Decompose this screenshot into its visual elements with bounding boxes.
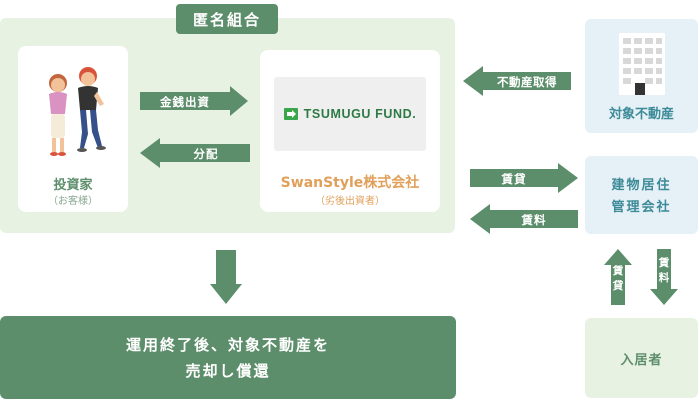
- building-icon: [619, 33, 665, 95]
- vertical-rent-label: 賃 料: [650, 256, 678, 286]
- result-line2: 売却し償還: [185, 361, 271, 380]
- swanstyle-label: SwanStyle株式会社: [280, 175, 420, 191]
- investor-card: 投資家 （お客様）: [18, 46, 128, 212]
- property-acquisition-arrow: [463, 66, 571, 96]
- anonymous-partnership-label: 匿名組合: [176, 4, 278, 34]
- tsumugu-fund-logo: TSUMUGU FUND.: [274, 77, 426, 151]
- lease-arrow: [470, 163, 578, 193]
- swanstyle-sublabel: （劣後出資者）: [315, 196, 385, 207]
- vertical-rent-char2: 料: [658, 272, 670, 284]
- vertical-lease-arrow: [604, 249, 632, 305]
- vertical-lease-char1: 賃: [612, 265, 624, 277]
- management-company-line1: 建物居住: [611, 178, 672, 193]
- rent-arrow: [470, 204, 578, 234]
- distribution-arrow: [140, 138, 250, 168]
- distribution-label: 分配: [193, 147, 219, 161]
- capital-investment-arrow: [140, 86, 248, 116]
- management-company-box: 建物居住 管理会社: [585, 156, 698, 234]
- management-company-line2: 管理会社: [611, 200, 672, 215]
- vertical-rent-arrow: [650, 249, 678, 305]
- result-line1: 運用終了後、対象不動産を: [125, 335, 330, 354]
- rent-label: 賃料: [521, 213, 547, 227]
- investor-label: 投資家: [53, 178, 93, 193]
- capital-investment-label: 金銭出資: [160, 95, 210, 109]
- resident-box: 入居者: [585, 318, 698, 398]
- vertical-lease-char2: 貸: [612, 280, 624, 292]
- investors-illustration-icon: [49, 67, 106, 156]
- property-acquisition-label: 不動産取得: [497, 75, 557, 89]
- vertical-lease-label: 賃 貸: [604, 264, 632, 294]
- target-property-box: 対象不動産: [585, 19, 698, 133]
- down-arrow: [210, 250, 242, 304]
- tsumugu-logo-icon: [283, 108, 298, 120]
- investor-sublabel: （お客様）: [48, 196, 98, 207]
- target-property-label: 対象不動産: [608, 107, 674, 122]
- vertical-rent-char1: 賃: [658, 257, 670, 269]
- resident-label: 入居者: [620, 352, 663, 368]
- tsumugu-logo-text: TSUMUGU FUND.: [303, 107, 417, 121]
- lease-label: 賃貸: [501, 172, 527, 186]
- result-bar: 運用終了後、対象不動産を 売却し償還: [0, 316, 456, 399]
